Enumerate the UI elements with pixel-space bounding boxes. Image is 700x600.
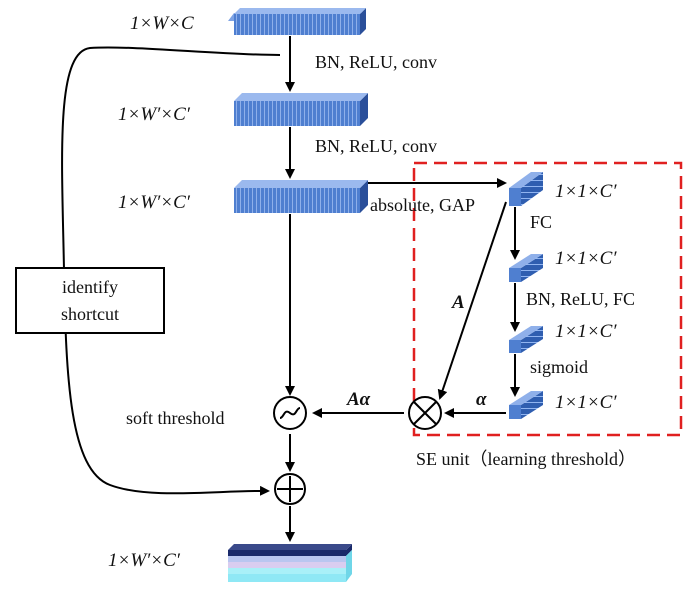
se-dim-label-3: 1×1×C′: [555, 321, 617, 342]
output-dim-label: 1×W′×C′: [108, 550, 181, 571]
shortcut-label-line1: identify: [62, 277, 118, 297]
soft-threshold-label: soft threshold: [126, 408, 225, 428]
input-feature-block: [228, 8, 366, 35]
arrow-A: [437, 201, 507, 400]
op1-label: BN, ReLU, conv: [315, 52, 437, 72]
identity-shortcut-box: [15, 267, 165, 334]
Aalpha-label: Aα: [346, 389, 371, 410]
output-feature-block: [228, 544, 352, 582]
multiply-operator: [408, 396, 442, 430]
soft-threshold-operator: [273, 396, 307, 430]
feature-block-2: [234, 180, 368, 213]
bn-relu-fc-label: BN, ReLU, FC: [526, 289, 635, 309]
feat1-dim-label: 1×W′×C′: [118, 104, 191, 125]
sigmoid-label: sigmoid: [530, 357, 588, 377]
se-dim-label-2: 1×1×C′: [555, 248, 617, 269]
gap-label: absolute, GAP: [370, 195, 475, 215]
alpha-label: α: [476, 389, 487, 410]
se-dim-label-1: 1×1×C′: [555, 181, 617, 202]
se-dim-label-4: 1×1×C′: [555, 392, 617, 413]
A-label: A: [451, 292, 465, 313]
shortcut-label-line2: shortcut: [61, 304, 119, 324]
se-block-2: [509, 254, 543, 282]
se-unit-caption: SE unit（learning threshold）: [416, 449, 636, 469]
add-operator: [274, 473, 306, 505]
feat2-dim-label: 1×W′×C′: [118, 192, 191, 213]
se-block-3: [509, 326, 543, 353]
op2-label: BN, ReLU, conv: [315, 136, 437, 156]
fc-label: FC: [530, 212, 552, 232]
input-dim-label: 1×W×C: [130, 13, 194, 34]
feature-block-1: [234, 93, 368, 126]
se-unit-box: [412, 161, 683, 437]
se-block-1: [509, 172, 543, 206]
se-block-4: [509, 391, 543, 419]
